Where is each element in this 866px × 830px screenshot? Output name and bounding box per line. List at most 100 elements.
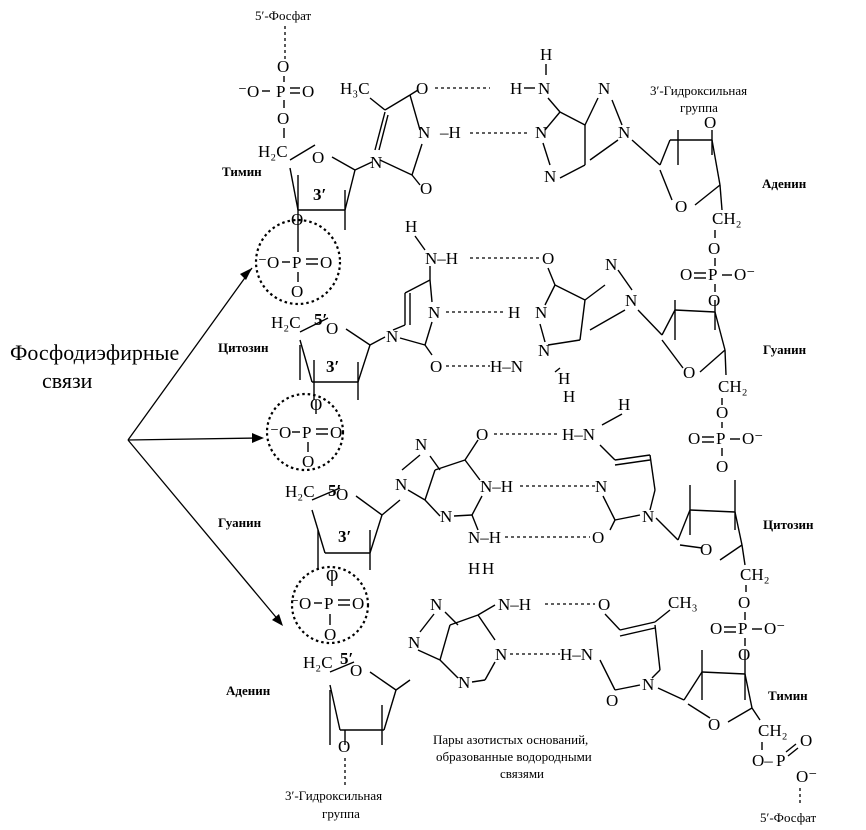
svg-text:N: N — [395, 475, 407, 494]
svg-text:H–N: H–N — [560, 645, 593, 664]
svg-text:H₂C: H₂C — [258, 142, 288, 161]
svg-text:N–H: N–H — [468, 528, 501, 547]
base-cytosine-2: H N–H N O N — [386, 217, 458, 376]
svg-text:N: N — [595, 477, 607, 496]
svg-text:H–N: H–N — [562, 425, 595, 444]
svg-text:P: P — [776, 751, 785, 770]
svg-text:⁻O: ⁻O — [238, 82, 259, 101]
base-adenine-4: N N N–H N N — [408, 595, 531, 692]
svg-text:N–H: N–H — [425, 249, 458, 268]
svg-text:O: O — [716, 403, 728, 422]
svg-text:N: N — [605, 255, 617, 274]
base-pairs-caption-3: связями — [500, 766, 544, 781]
sugar-right-1: O O CH₂ O O P O⁻ O — [631, 113, 755, 310]
svg-text:N: N — [408, 633, 420, 652]
svg-text:N: N — [440, 507, 452, 526]
svg-text:H: H — [558, 369, 570, 388]
sugar-right-2: O CH₂ O O P O⁻ O — [637, 300, 763, 476]
prime-3-left-1: 3′ — [313, 185, 326, 204]
svg-text:CH₂: CH₂ — [740, 565, 770, 584]
svg-text:P: P — [324, 594, 333, 613]
svg-text:N–H: N–H — [498, 595, 531, 614]
svg-text:O: O — [324, 625, 336, 644]
svg-text:O–: O– — [752, 751, 773, 770]
svg-text:H: H — [405, 217, 417, 236]
label-5-phosphate-top: 5′-Фосфат — [255, 8, 312, 23]
left-base-2-label: Цитозин — [218, 340, 269, 355]
svg-text:O: O — [416, 79, 428, 98]
svg-text:O: O — [277, 109, 289, 128]
svg-text:⁻O: ⁻O — [258, 253, 279, 272]
svg-text:N: N — [418, 123, 430, 142]
svg-text:H: H — [563, 387, 575, 406]
svg-text:N: N — [598, 79, 610, 98]
svg-text:H–N: H–N — [490, 357, 523, 376]
svg-text:O: O — [704, 113, 716, 132]
base-guanine-2: O N N N N H H — [535, 249, 637, 406]
sugar-left-3: O 3′ — [311, 485, 401, 570]
svg-text:O⁻: O⁻ — [764, 619, 785, 638]
phosphodiester-label-1: Фосфодиэфирные — [10, 340, 179, 365]
svg-text:P: P — [302, 423, 311, 442]
svg-text:O: O — [700, 540, 712, 559]
svg-text:O: O — [291, 282, 303, 301]
svg-text:H: H — [618, 395, 630, 414]
svg-text:N: N — [642, 507, 654, 526]
phosphodiester-bond-1: O ⁻O P O O — [254, 210, 342, 306]
base-pairs-caption-1: Пары азотистых оснований, — [433, 732, 588, 747]
svg-text:O: O — [680, 265, 692, 284]
svg-text:O: O — [738, 645, 750, 664]
label-3-hydroxyl-bottom-2: группа — [322, 806, 360, 821]
svg-text:O: O — [330, 423, 342, 442]
sugar-left-1: O 3′ — [289, 144, 373, 230]
svg-text:O: O — [800, 731, 812, 750]
svg-text:CH₂: CH₂ — [718, 377, 748, 396]
svg-text:O⁻: O⁻ — [742, 429, 763, 448]
svg-text:O: O — [277, 57, 289, 76]
svg-text:O: O — [336, 485, 348, 504]
sugar-left-4: O O — [329, 661, 411, 785]
svg-text:⁻O: ⁻O — [290, 594, 311, 613]
svg-text:O: O — [302, 452, 314, 471]
base-pairs-caption-2: образованные водородными — [436, 749, 592, 764]
svg-text:H₂C: H₂C — [303, 653, 333, 672]
svg-text:P: P — [292, 253, 301, 272]
svg-text:O: O — [708, 291, 720, 310]
svg-text:CH₂: CH₂ — [758, 721, 788, 740]
sugar-right-4: O CH₂ O– P O O⁻ — [657, 650, 817, 805]
svg-text:N: N — [625, 291, 637, 310]
svg-text:⁻O: ⁻O — [270, 423, 291, 442]
svg-text:H: H — [508, 303, 520, 322]
base-adenine-1: H H N N N N N — [510, 45, 630, 186]
svg-text:O: O — [675, 197, 687, 216]
base-cytosine-3: N O N — [592, 444, 656, 547]
svg-text:P: P — [738, 619, 747, 638]
svg-text:CH₃: CH₃ — [668, 593, 698, 612]
svg-text:O⁻: O⁻ — [796, 767, 817, 786]
svg-text:O: O — [708, 715, 720, 734]
base-thymine-4: O CH₃ O N — [598, 593, 698, 710]
left-base-3-label: Гуанин — [218, 515, 262, 530]
svg-text:O: O — [476, 425, 488, 444]
svg-text:H₃C: H₃C — [340, 79, 370, 98]
sugar-left-2: O 3′ — [299, 317, 386, 400]
svg-text:N: N — [538, 341, 550, 360]
svg-text:O: O — [320, 253, 332, 272]
svg-text:O: O — [350, 661, 362, 680]
right-base-4-label: Тимин — [768, 688, 808, 703]
left-base-4-label: Аденин — [226, 683, 271, 698]
svg-text:N: N — [458, 673, 470, 692]
svg-text:N: N — [544, 167, 556, 186]
svg-text:O: O — [430, 357, 442, 376]
svg-text:H: H — [482, 559, 494, 578]
svg-text:–H: –H — [439, 123, 461, 142]
right-base-2-label: Гуанин — [763, 342, 807, 357]
svg-text:H: H — [540, 45, 552, 64]
label-3-hydroxyl-top-1: 3′-Гидроксильная — [650, 83, 747, 98]
svg-text:H: H — [468, 559, 480, 578]
base-thymine-1: H₃C O N O N — [340, 79, 432, 198]
svg-text:P: P — [276, 82, 285, 101]
svg-text:O: O — [688, 429, 700, 448]
svg-text:O: O — [683, 363, 695, 382]
